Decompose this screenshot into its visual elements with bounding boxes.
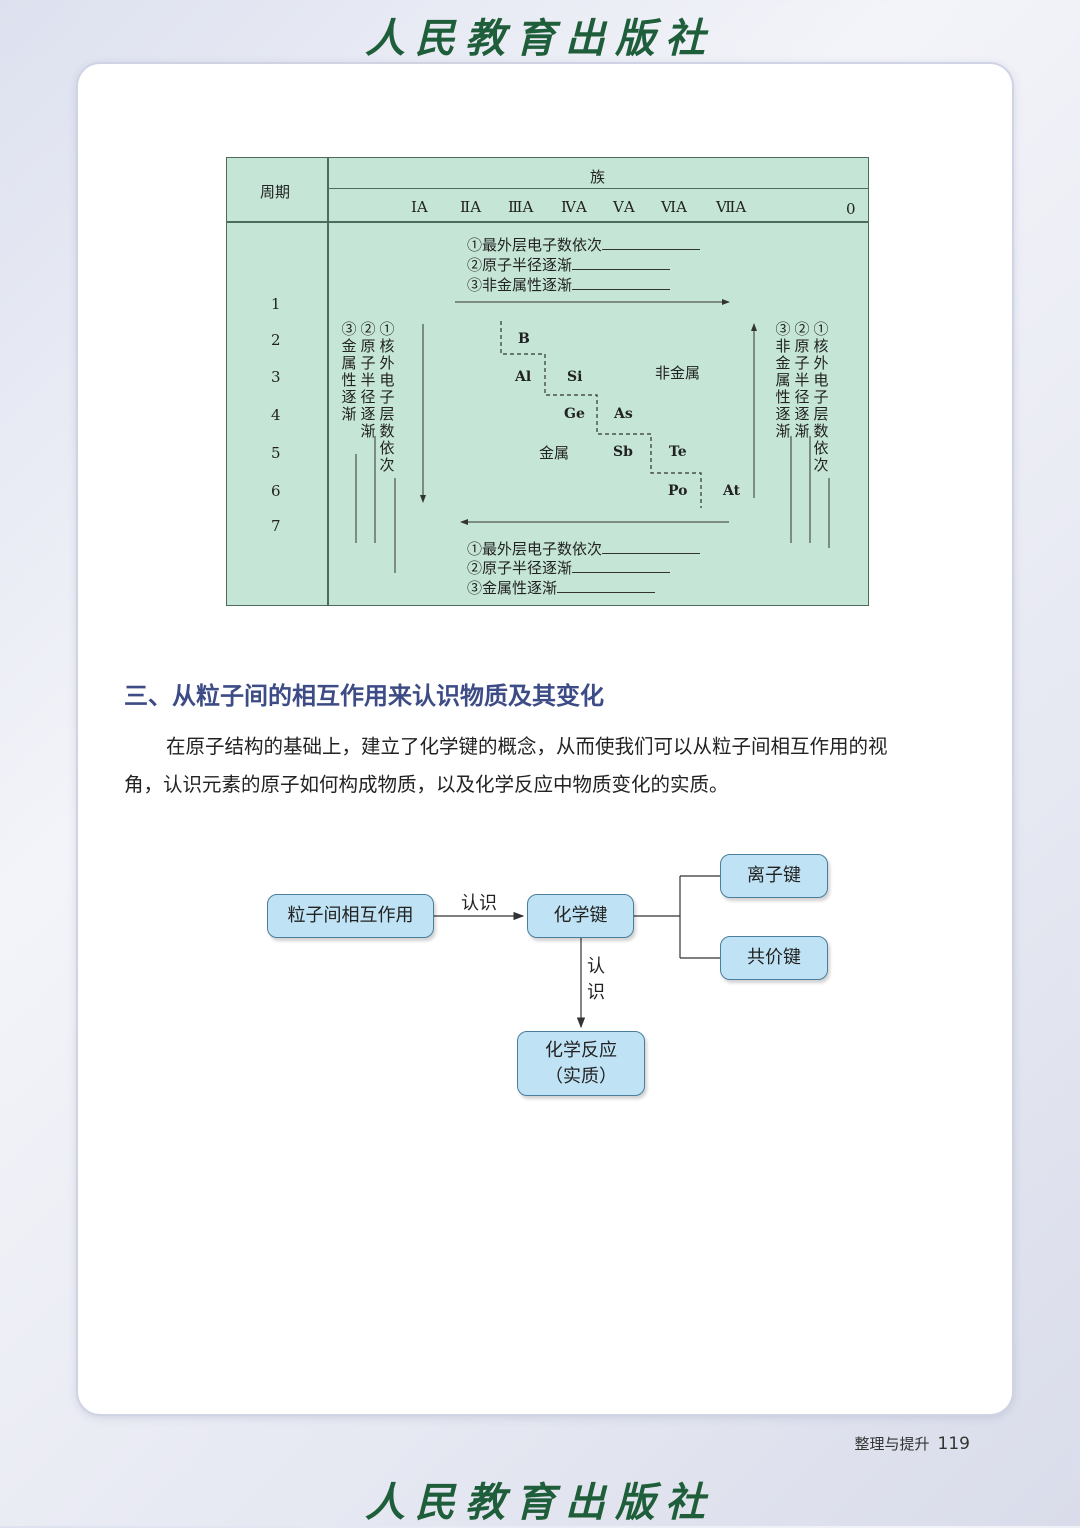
metal-nonmetal-boundary [500,321,702,508]
page-footer: 整理与提升 119 [855,1433,970,1454]
interaction-node: 粒子间相互作用 [267,894,434,938]
paragraph-line: 在原子结构的基础上，建立了化学键的概念，从而使我们可以从粒子间相互作用的视 [166,735,888,758]
table-header-divider [227,221,868,223]
page-number: 119 [937,1434,970,1454]
periodic-trend-table: 周期 族 ⅠA ⅡA ⅢA ⅣA ⅤA ⅥA ⅦA 0 1 2 3 4 5 6 … [226,157,869,606]
group-label: 0 [846,200,856,218]
period-label: 7 [271,517,281,535]
top-note: ②原子半径逐渐 [467,254,671,275]
table-group-divider [327,188,868,189]
paragraph-line: 角，认识元素的原子如何构成物质，以及化学反应中物质变化的实质。 [124,773,729,796]
period-header: 周期 [260,183,291,201]
element-symbol: Sb [613,444,633,460]
publisher-logo-bottom: 人民教育出版社 [365,1479,715,1526]
element-symbol: Te [669,444,687,460]
period-label: 5 [271,444,281,462]
group-header: 族 [590,168,606,186]
section-heading: 三、从粒子间的相互作用来认识物质及其变化 [124,682,604,710]
period-label: 2 [271,331,281,349]
right-note: ①核外电子层数依次 [813,320,829,474]
nonmetal-label: 非金属 [655,364,701,382]
element-symbol: Po [668,483,688,499]
element-symbol: Si [567,369,583,385]
chemical-bond-node: 化学键 [527,894,634,938]
table-arrows [355,299,830,573]
element-symbol: Al [515,369,532,385]
right-note: ③非金属性逐渐 [775,320,791,440]
group-label: ⅥA [661,198,687,216]
publisher-logo-top: 人民教育出版社 [365,15,715,62]
chemical-reaction-node: 化学反应 （实质） [517,1031,645,1096]
body-paragraph: 在原子结构的基础上，建立了化学键的概念，从而使我们可以从粒子间相互作用的视 角，… [124,728,976,804]
element-symbol: B [518,331,530,347]
group-label: ⅣA [561,198,587,216]
period-label: 1 [271,295,281,313]
period-label: 3 [271,368,281,386]
footer-section: 整理与提升 [854,1435,930,1453]
bottom-note: ②原子半径逐渐 [467,557,671,578]
metal-label: 金属 [539,444,570,462]
table-col-divider [327,158,329,605]
element-symbol: As [614,406,633,422]
reaction-subtitle: （实质） [545,1065,617,1087]
period-label: 4 [271,406,281,424]
bottom-note: ③金属性逐渐 [467,577,656,598]
group-label: ⅤA [613,198,635,216]
left-note: ①核外电子层数依次 [379,320,395,474]
bottom-note: ①最外层电子数依次 [467,538,701,559]
group-label: ⅡA [460,198,482,216]
top-note: ①最外层电子数依次 [467,234,701,255]
group-label: ⅦA [716,198,747,216]
element-symbol: At [723,483,741,499]
covalent-bond-node: 共价键 [720,936,828,980]
top-note: ③非金属性逐渐 [467,274,671,295]
recognize-label: 认识 [461,893,497,914]
group-label: ⅠA [411,198,428,216]
ionic-bond-node: 离子键 [720,854,828,898]
period-label: 6 [271,482,281,500]
reaction-title: 化学反应 [545,1039,617,1061]
group-label: ⅢA [508,198,534,216]
right-note: ②原子半径逐渐 [794,320,810,440]
left-note: ③金属性逐渐 [341,320,357,423]
element-symbol: Ge [564,406,585,422]
recognize-vertical-label: 认识 [587,956,605,1003]
left-note: ②原子半径逐渐 [360,320,376,440]
